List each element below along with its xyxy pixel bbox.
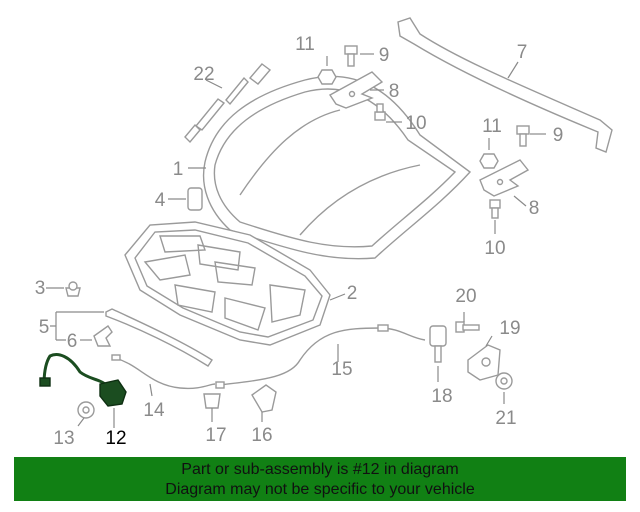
striker-nut[interactable]	[495, 372, 513, 390]
release-cable-rear[interactable]	[111, 354, 216, 390]
hood-hinge-left[interactable]	[328, 71, 384, 109]
callout-19[interactable]: 19	[499, 318, 520, 339]
callout-8b[interactable]: 8	[529, 198, 540, 219]
banner-line-part: Part or sub-assembly is #12 in diagram	[181, 461, 459, 478]
hood-ajar-switch-harness[interactable]	[39, 353, 127, 407]
callout-10a[interactable]: 10	[405, 113, 426, 134]
leader-19	[485, 335, 493, 347]
hinge-bolt-9-lower[interactable]	[516, 125, 530, 147]
hinge-nut-11-upper[interactable]	[317, 69, 337, 85]
callout-14[interactable]: 14	[143, 400, 165, 421]
striker-bolt[interactable]	[455, 321, 480, 333]
callout-20[interactable]: 20	[455, 286, 476, 307]
callout-6[interactable]: 6	[67, 331, 78, 352]
callout-4[interactable]: 4	[155, 190, 166, 211]
callout-18[interactable]: 18	[431, 386, 452, 407]
hinge-bolt-10-lower[interactable]	[489, 199, 501, 219]
latch-striker[interactable]	[467, 344, 501, 381]
hood-prop-rod[interactable]	[105, 308, 213, 367]
callout-17[interactable]: 17	[205, 425, 226, 446]
callout-9b[interactable]: 9	[553, 125, 564, 146]
hood-panel[interactable]	[202, 75, 472, 260]
callout-22[interactable]: 22	[193, 64, 214, 85]
leader-5	[50, 311, 104, 341]
callout-7[interactable]: 7	[517, 42, 528, 63]
callout-12[interactable]: 12	[105, 428, 126, 449]
callout-1[interactable]: 1	[173, 159, 184, 180]
selection-banner: Part or sub-assembly is #12 in diagram D…	[14, 457, 626, 501]
leader-2	[329, 293, 346, 301]
callout-5[interactable]: 5	[39, 317, 50, 338]
callout-16[interactable]: 16	[251, 425, 272, 446]
hinge-nut-11-lower[interactable]	[479, 153, 499, 169]
cable-grommet[interactable]	[77, 401, 95, 419]
prop-rod-holder[interactable]	[93, 325, 113, 347]
leader-14	[149, 383, 153, 397]
hinge-bolt-9-upper[interactable]	[344, 45, 358, 67]
callout-8a[interactable]: 8	[389, 81, 400, 102]
hood-weatherstrip[interactable]	[397, 17, 613, 153]
callout-11b[interactable]: 11	[482, 116, 502, 137]
hood-inner-panel[interactable]	[124, 221, 331, 346]
cable-bracket[interactable]	[203, 393, 221, 409]
release-handle[interactable]	[251, 384, 277, 413]
leader-7	[507, 61, 519, 79]
callout-11a[interactable]: 11	[295, 34, 315, 55]
callout-3[interactable]: 3	[35, 278, 46, 299]
insulator-clip[interactable]	[65, 281, 81, 297]
hinge-bolt-10-upper[interactable]	[374, 103, 386, 121]
release-cable-front[interactable]	[215, 324, 426, 389]
hood-latch[interactable]	[429, 325, 447, 363]
hood-hinge-right[interactable]	[479, 159, 530, 197]
hood-lift-support[interactable]	[184, 63, 272, 144]
callout-9a[interactable]: 9	[379, 45, 390, 66]
callout-2[interactable]: 2	[347, 283, 358, 304]
leader-13	[77, 417, 85, 427]
callout-13[interactable]: 13	[53, 428, 74, 449]
leader-22	[205, 79, 223, 89]
callout-10b[interactable]: 10	[484, 238, 505, 259]
hood-bumper[interactable]	[187, 187, 203, 211]
callout-15[interactable]: 15	[331, 359, 352, 380]
leader-8b	[513, 195, 527, 207]
banner-line-disclaimer: Diagram may not be specific to your vehi…	[165, 481, 475, 498]
callout-21[interactable]: 21	[495, 408, 516, 429]
